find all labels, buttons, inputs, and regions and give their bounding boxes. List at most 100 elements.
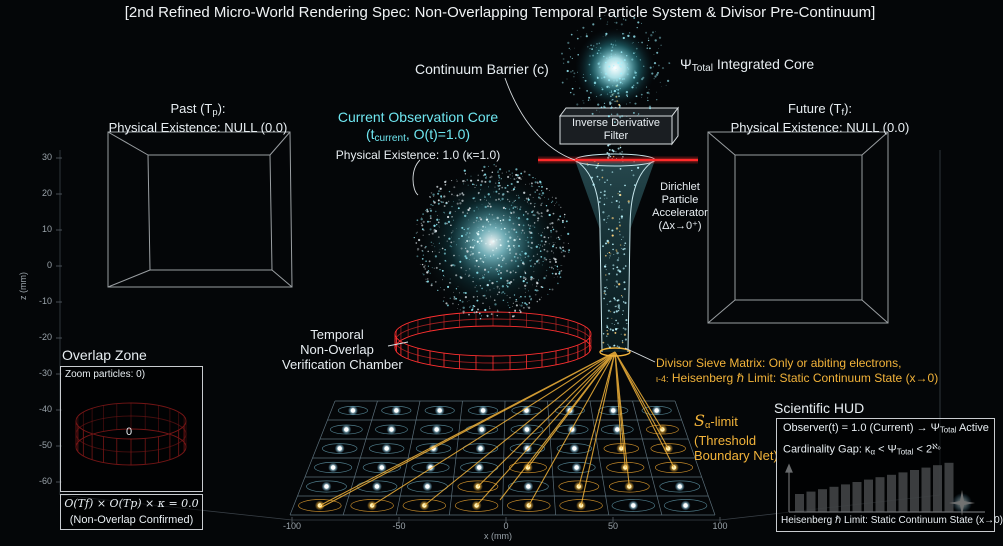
core-particle [633,84,635,86]
orbit-ring [411,461,450,474]
sphere-particle [560,265,561,267]
sphere-particle [533,203,535,205]
core-particle [668,62,671,64]
sphere-particle [534,289,536,291]
core-particle [567,41,570,45]
core-particle [590,91,592,94]
beam-particle [622,310,624,312]
beam-particle [623,247,626,250]
sphere-particle [538,233,539,235]
sphere-particle [432,193,435,196]
beam-particle [616,258,620,262]
sphere-particle [477,179,480,182]
sphere-particle [489,205,492,208]
sphere-particle [466,257,468,259]
threshold-label: Sα-limit (Threshold Boundary Net) [694,413,778,463]
divisor-sieve-desc: Only or abiting electrons, [765,356,902,370]
core-particle [601,77,603,79]
sphere-particle [457,286,459,287]
core-particle [606,57,608,59]
beam-particle [608,251,611,254]
node [350,408,356,413]
sphere-particle [507,244,511,248]
core-particle [609,91,611,93]
sphere-particle [556,237,557,239]
dirichlet-line2: Particle [661,194,699,206]
beam-particle [614,331,617,334]
current-core-rest: , O(t)=1.0) [405,126,471,142]
orbit-ring [507,499,551,512]
sphere-particle [542,231,543,233]
sphere-particle [480,189,482,191]
threshold-symbol: S [694,411,705,430]
sphere-particle [472,239,474,241]
sphere-particle [543,259,545,261]
sphere-particle [451,216,453,218]
sphere-particle [472,306,474,309]
beam-particle [615,305,617,308]
sphere-particle [464,214,467,218]
sphere-particle [563,255,566,258]
beam-particle [612,150,615,153]
grid-line [674,400,716,516]
sphere-particle [508,311,510,314]
beam-particle [599,179,601,181]
sphere-particle [509,280,513,284]
sphere-particle [481,204,483,205]
core-particle [610,113,613,115]
sphere-particle [499,244,502,247]
sphere-particle [456,228,457,229]
core-particle [641,22,642,24]
sphere-particle [562,246,564,249]
beam-particle [616,251,618,253]
integrated-core-glow [575,28,655,108]
sphere-particle [506,171,507,173]
sphere-particle [520,178,522,180]
sphere-particle [439,187,442,190]
node [344,427,349,432]
sphere-particle [516,194,518,196]
beam-particle [606,324,608,327]
sphere-particle [537,217,540,220]
core-particle [574,47,575,49]
sphere-particle [498,269,501,272]
sphere-particle [507,175,510,179]
beam-particle [623,253,626,256]
sphere-particle [483,294,486,297]
orbit-ring [558,480,600,493]
sphere-particle [513,178,516,181]
sphere-particle [508,218,511,222]
observation-core-particles [413,163,570,320]
core-particle [641,96,642,98]
sphere-particle [476,296,478,298]
sphere-particle [495,227,497,229]
sphere-particle [533,277,535,280]
beam-particle [606,152,609,154]
core-particle [571,87,574,90]
sphere-particle [461,211,465,214]
sphere-particle [490,313,493,316]
sphere-particle [512,302,514,304]
sphere-particle [546,226,549,229]
hud-line2-sup: ℵ₀ [932,442,941,451]
sphere-particle [509,174,511,176]
core-particle [634,71,637,74]
threshold-line2: (Threshold [694,432,757,448]
sphere-particle [534,203,536,204]
sphere-particle [468,268,471,270]
sphere-particle [447,220,451,224]
beam-particle [612,229,614,231]
sphere-particle [540,215,543,218]
sphere-particle [434,255,437,258]
divisor-sieve-prefix: ι-4: [656,374,669,384]
future-close: ): [844,101,853,116]
overlap-center-value: 0 [126,426,133,438]
orbit-ring [457,480,499,493]
sphere-particle [476,299,479,302]
sphere-particle [445,201,448,204]
sphere-particle [520,172,523,175]
core-particle [665,84,667,86]
sphere-particle [415,232,417,234]
sphere-particle [478,221,480,222]
core-particle [589,73,591,76]
